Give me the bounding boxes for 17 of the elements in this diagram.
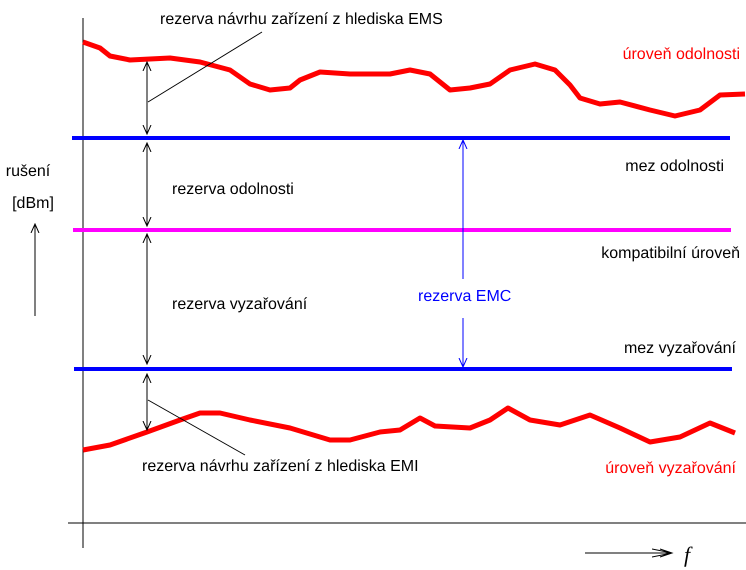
annotation-text: rezerva návrhu zařízení z hlediska EMS: [160, 10, 443, 30]
label-text: [dBm]: [12, 195, 54, 212]
label-text: úroveň odolnosti: [622, 46, 740, 63]
label-text: mez odolnosti: [625, 158, 724, 175]
label-text: rezerva vyzařování: [172, 296, 308, 313]
annotation-text: rezerva návrhu zařízení z hlediska EMI: [142, 457, 419, 477]
label-text: kompatibilní úroveň: [601, 245, 740, 262]
label-text: f: [684, 542, 690, 567]
label-text: úroveň vyzařování: [605, 460, 736, 477]
dimension-line: [142, 374, 152, 430]
leader-line: [148, 400, 246, 456]
label-text: mez vyzařování: [624, 340, 736, 357]
dimension-line: [142, 62, 152, 134]
leader-line: [148, 32, 262, 102]
label-text: rezerva EMC: [418, 288, 512, 305]
label-text: rušení: [6, 163, 50, 180]
label-text: rezerva odolnosti: [172, 181, 294, 198]
